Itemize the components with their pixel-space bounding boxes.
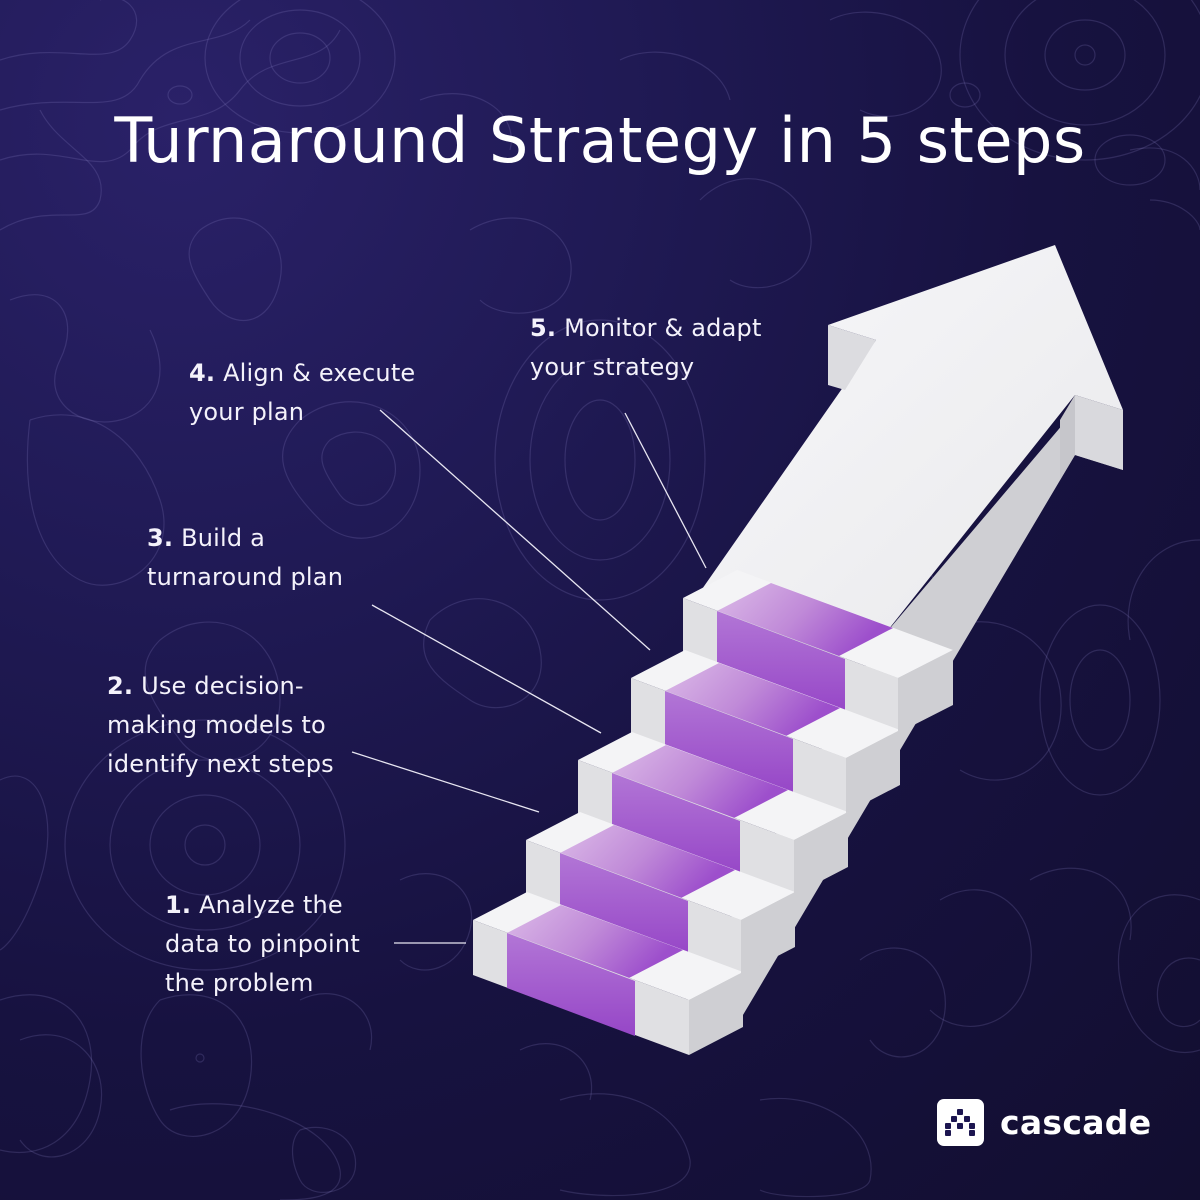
step-1-label: 1. Analyze the data to pinpoint the prob… — [165, 891, 360, 997]
step-5-label: 5. Monitor & adapt your strategy — [530, 314, 762, 381]
cascade-brand-logo: cascade — [937, 1099, 1151, 1146]
leader-line-3 — [371, 604, 602, 734]
step-2-label: 2. Use decision- making models to identi… — [107, 672, 334, 778]
step-4-number: 4. — [189, 359, 216, 387]
step-4-label: 4. Align & execute your plan — [189, 359, 416, 426]
brand-name: cascade — [1000, 1103, 1152, 1142]
arrow-top-surface — [700, 245, 1123, 640]
stair-step-5 — [683, 570, 953, 733]
step-5-number: 5. — [530, 314, 557, 342]
leader-line-5 — [624, 412, 707, 569]
leader-line-4 — [379, 409, 651, 651]
arrow-right-barb-face — [1075, 395, 1123, 470]
cascade-logo-icon — [937, 1099, 984, 1146]
step-1-number: 1. — [165, 891, 192, 919]
leader-line-2 — [351, 751, 540, 813]
stair-step-3 — [578, 732, 848, 895]
stair-step-2 — [526, 812, 795, 975]
stair-step-4 — [631, 650, 900, 813]
page-title: Turnaround Strategy in 5 steps — [114, 104, 1086, 177]
leader-lines — [351, 409, 707, 944]
step-3-label: 3. Build a turnaround plan — [147, 524, 344, 591]
step-3-number: 3. — [147, 524, 174, 552]
arrow-left-barb-face — [828, 325, 876, 390]
stair-step-1 — [473, 892, 743, 1055]
step-2-number: 2. — [107, 672, 134, 700]
